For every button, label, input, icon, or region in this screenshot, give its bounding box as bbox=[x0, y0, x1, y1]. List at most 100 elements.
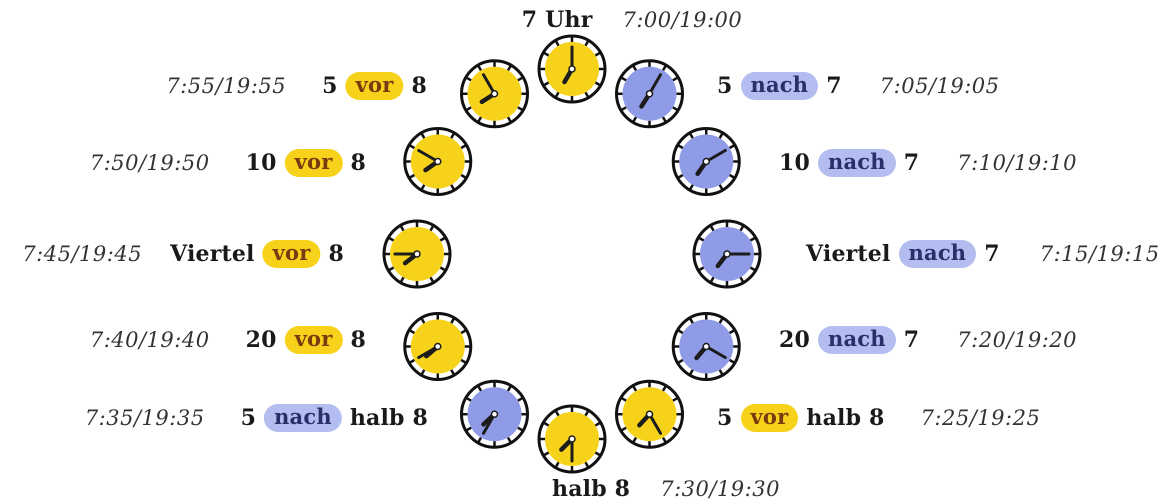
clock-7-35 bbox=[460, 379, 529, 449]
nach-badge: nach bbox=[898, 240, 977, 268]
clock-tick bbox=[677, 358, 684, 364]
clock-tick bbox=[554, 410, 560, 417]
clock-tick bbox=[709, 225, 715, 232]
vor-badge: vor bbox=[740, 404, 799, 432]
phrase-7-uhr: 7 Uhr bbox=[521, 7, 593, 33]
phrase-post: 7 bbox=[826, 73, 842, 99]
clock-tick bbox=[460, 358, 467, 364]
nach-badge: nach bbox=[818, 149, 896, 177]
clock-tick bbox=[584, 461, 590, 468]
clock-tick bbox=[409, 173, 416, 179]
clock-7-50 bbox=[403, 127, 473, 196]
clock-tick bbox=[388, 236, 395, 242]
clock-tick bbox=[584, 410, 590, 417]
nach-badge: nach bbox=[818, 326, 896, 354]
clock-tick bbox=[739, 276, 745, 283]
clock-tick bbox=[718, 133, 724, 139]
vor-badge: vor bbox=[262, 240, 321, 268]
phrase-post: 7 bbox=[903, 327, 920, 353]
clock-tick bbox=[543, 451, 550, 457]
clock-tick bbox=[709, 276, 715, 283]
phrase-post: 7 bbox=[984, 241, 1000, 267]
clock-tick bbox=[477, 436, 483, 443]
phrase-pre: 5 bbox=[717, 73, 733, 99]
phrase-post: 8 bbox=[350, 150, 366, 176]
clock-tick bbox=[661, 385, 667, 392]
clock-tick bbox=[554, 40, 560, 47]
nach-badge: nach bbox=[264, 404, 342, 432]
phrase-pre: 10 bbox=[779, 150, 811, 176]
clock-tick bbox=[718, 184, 724, 190]
phrase-post: 8 bbox=[328, 241, 344, 267]
clock-7-15 bbox=[692, 219, 762, 289]
time-700: 7:00/19:00 bbox=[622, 8, 743, 32]
clock-tick bbox=[749, 266, 756, 272]
clock-7-05 bbox=[615, 59, 684, 129]
phrase-post: 7 bbox=[903, 150, 920, 176]
clock-tick bbox=[460, 144, 467, 150]
time-750: 7:50/19:50 bbox=[89, 151, 210, 175]
clock-tick bbox=[543, 51, 550, 57]
phrase-pre: 5 bbox=[717, 405, 733, 431]
clock-tick bbox=[621, 426, 627, 432]
clock-tick bbox=[477, 65, 483, 72]
clock-tick bbox=[739, 225, 745, 232]
clock-tick bbox=[584, 91, 590, 98]
clock-tick bbox=[749, 236, 756, 242]
clock-tick bbox=[689, 133, 694, 139]
vor-badge: vor bbox=[284, 326, 343, 354]
clock-tick bbox=[672, 397, 678, 402]
time-710: 7:10/19:10 bbox=[957, 151, 1078, 175]
clock-tick bbox=[661, 436, 667, 443]
clock-tick bbox=[466, 426, 472, 432]
clock-tick bbox=[718, 369, 724, 375]
clock-tick bbox=[728, 329, 735, 335]
clock-tick bbox=[506, 116, 512, 123]
vor-badge: vor bbox=[284, 149, 343, 177]
clock-tick bbox=[677, 144, 684, 150]
clock-tick bbox=[506, 436, 512, 443]
label-bottom: halb 8 7:30/19:30 bbox=[552, 472, 780, 504]
vor-badge: vor bbox=[345, 72, 404, 100]
clock-tick bbox=[594, 81, 601, 87]
clock-tick bbox=[409, 144, 416, 150]
clock-tick bbox=[477, 385, 483, 392]
clock-tick bbox=[466, 106, 472, 111]
clock-tick bbox=[672, 106, 678, 111]
clock-tick bbox=[728, 173, 735, 179]
clock-tick bbox=[420, 318, 426, 324]
time-715: 7:15/19:15 bbox=[1039, 242, 1160, 266]
clock-tick bbox=[689, 369, 694, 375]
time-730: 7:30/19:30 bbox=[660, 477, 780, 501]
clock-tick bbox=[399, 225, 405, 232]
clock-tick bbox=[632, 385, 638, 392]
clock-tick bbox=[399, 276, 405, 283]
time-725: 7:25/19:25 bbox=[920, 406, 1041, 430]
phrase-post: halb 8 bbox=[806, 405, 885, 431]
phrase-post: halb 8 bbox=[349, 405, 428, 431]
clock-tick bbox=[594, 421, 601, 427]
clock-tick bbox=[632, 436, 638, 443]
time-735: 7:35/19:35 bbox=[84, 406, 205, 430]
clock-tick bbox=[439, 236, 446, 242]
clock-7-30 bbox=[537, 404, 607, 474]
clock-tick bbox=[420, 133, 426, 139]
clock-7-40 bbox=[403, 312, 473, 381]
clock-tick bbox=[460, 173, 467, 179]
phrase-post: 8 bbox=[350, 327, 366, 353]
time-745: 7:45/19:45 bbox=[22, 242, 143, 266]
clock-tick bbox=[689, 318, 694, 324]
clock-tick bbox=[661, 116, 667, 123]
clock-7-25 bbox=[615, 379, 684, 449]
clock-tick bbox=[554, 461, 560, 468]
clock-tick bbox=[450, 133, 455, 139]
clock-tick bbox=[460, 329, 467, 335]
clock-tick bbox=[506, 65, 512, 72]
clock-tick bbox=[677, 173, 684, 179]
